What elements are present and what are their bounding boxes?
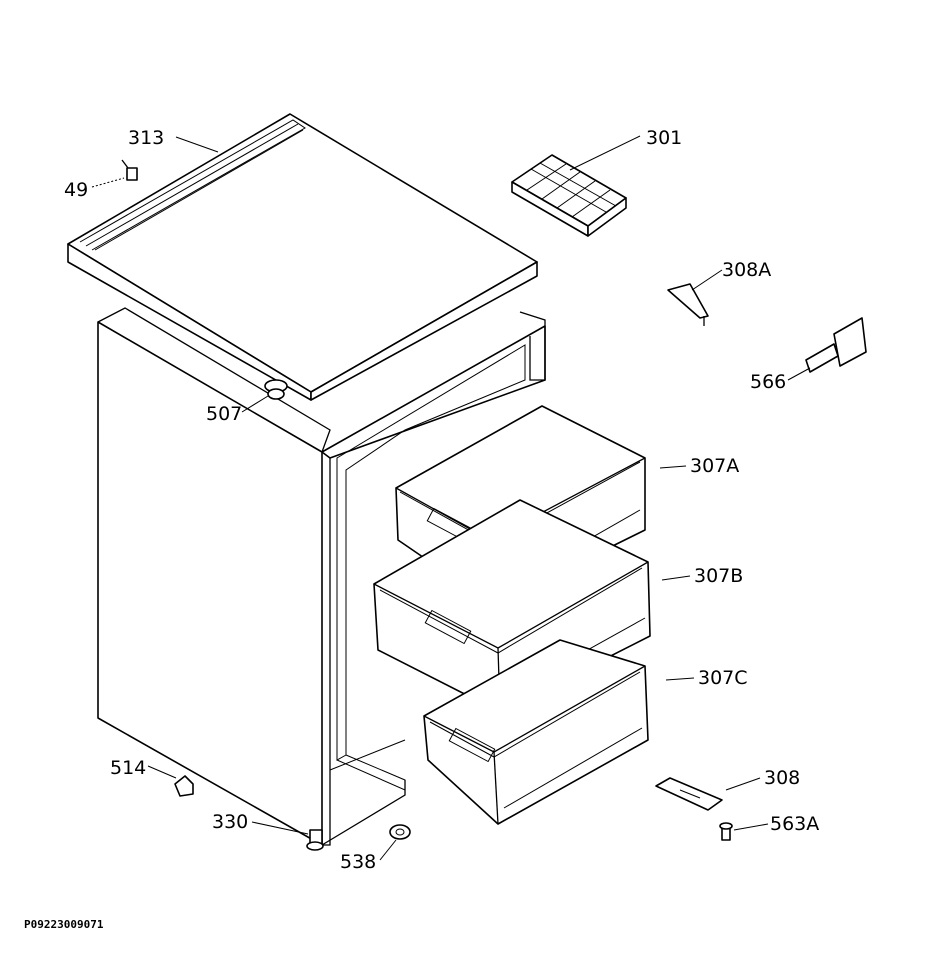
top-lid (67, 113, 538, 401)
label-49: 49 (64, 179, 88, 201)
foot-330 (306, 829, 324, 851)
spacer-538 (389, 824, 411, 840)
screw-563a (719, 822, 733, 841)
drawer-307c (423, 639, 649, 825)
label-308: 308 (764, 767, 800, 789)
label-330: 330 (212, 811, 248, 833)
reference-code: P09223009071 (24, 918, 104, 931)
hinge-308a (667, 283, 709, 326)
label-507: 507 (206, 403, 242, 425)
hinge-308 (655, 777, 723, 811)
plug-507 (264, 379, 288, 400)
scraper-566 (805, 317, 867, 373)
leader-lines (91, 135, 811, 861)
foot-514 (174, 775, 194, 797)
label-308a: 308A (722, 259, 771, 281)
label-566: 566 (750, 371, 786, 393)
label-301: 301 (646, 127, 682, 149)
label-538: 538 (340, 851, 376, 873)
clip-49 (121, 159, 138, 181)
cabinet-body (97, 307, 546, 846)
ice-tray-301 (511, 154, 627, 237)
label-313: 313 (128, 127, 164, 149)
label-307b: 307B (694, 565, 743, 587)
label-563a: 563A (770, 813, 819, 835)
label-307a: 307A (690, 455, 739, 477)
label-307c: 307C (698, 667, 748, 689)
label-514: 514 (110, 757, 146, 779)
